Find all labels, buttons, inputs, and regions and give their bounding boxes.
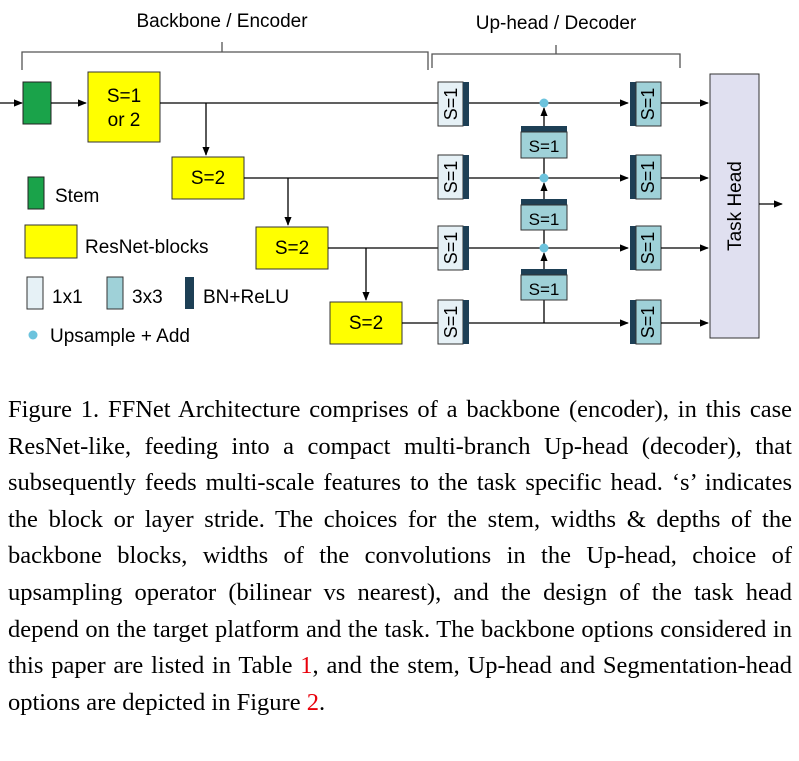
figure-reference-link[interactable]: 2 — [306, 688, 319, 716]
resnet-block-1-label-line: S=1 — [107, 86, 141, 107]
resnet-block-1-label-line: or 2 — [108, 110, 141, 131]
task-head: Task Head — [709, 73, 760, 339]
conv3x3-branch-3: S=1 — [630, 225, 662, 271]
upsample-add-dot-3 — [539, 243, 549, 253]
legend-resnet-swatch — [24, 224, 78, 259]
svg-text:S=1: S=1 — [638, 88, 658, 121]
conv1x1-branch-2: S=1 — [437, 154, 469, 200]
conv3x3-branch-4: S=1 — [630, 299, 662, 345]
conv1x1-branch-3: S=1 — [437, 225, 469, 271]
conv3x3-up-3: S=1 — [520, 269, 568, 301]
caption-text-end: . — [318, 688, 326, 716]
conv1x1-branch-1: S=1 — [437, 81, 469, 127]
uphead-section-label: Up-head / Decoder — [476, 13, 637, 34]
legend-1x1-swatch — [26, 276, 44, 310]
svg-text:S=1: S=1 — [441, 161, 461, 194]
svg-text:S=1: S=1 — [638, 306, 658, 339]
svg-text:S=1: S=1 — [441, 232, 461, 265]
legend-3x3-swatch — [106, 276, 124, 310]
backbone-brace — [21, 42, 429, 70]
svg-text:S=1: S=1 — [529, 137, 560, 156]
svg-text:S=2: S=2 — [275, 238, 309, 259]
caption-text: Figure 1. FFNet Architecture comprises o… — [8, 396, 792, 680]
conv3x3-up-2: S=1 — [520, 199, 568, 231]
conv3x3-up-1: S=1 — [520, 126, 568, 159]
resnet-block-3: S=2 — [255, 226, 329, 270]
svg-text:Task Head: Task Head — [725, 161, 746, 251]
svg-text:S=1: S=1 — [529, 210, 560, 229]
legend-1x1-label: 1x1 — [52, 287, 83, 308]
legend-resnet-label: ResNet-blocks — [85, 237, 209, 258]
stem-block — [22, 81, 52, 125]
svg-text:S=1: S=1 — [638, 232, 658, 265]
uphead-brace — [431, 45, 681, 68]
legend-bnrelu-swatch — [185, 277, 194, 309]
legend-3x3-label: 3x3 — [132, 287, 163, 308]
architecture-diagram: Backbone / Encoder Up-head / Decoder S=1… — [0, 11, 783, 347]
legend-upsample-label: Upsample + Add — [50, 326, 190, 347]
upsample-add-dot-2 — [539, 173, 549, 183]
svg-text:S=1: S=1 — [638, 161, 658, 194]
resnet-block-1: S=1 or 2 — [87, 71, 161, 143]
resnet-block-2: S=2 — [171, 156, 245, 200]
figure-caption: Figure 1. FFNet Architecture comprises o… — [8, 392, 792, 721]
resnet-block-4: S=2 — [329, 301, 403, 345]
svg-text:S=2: S=2 — [191, 168, 225, 189]
conv3x3-branch-1: S=1 — [630, 81, 662, 127]
caption-text-middle: , and the stem, Up-head and Segmentation… — [8, 652, 792, 716]
legend-bnrelu-label: BN+ReLU — [203, 287, 289, 308]
svg-text:S=1: S=1 — [529, 280, 560, 299]
svg-text:S=1or 2: S=1 or 2 — [107, 86, 141, 131]
conv1x1-branch-4: S=1 — [437, 299, 469, 345]
upsample-add-dot-1 — [539, 98, 549, 108]
legend-stem-label: Stem — [55, 186, 99, 207]
svg-text:S=1: S=1 — [441, 306, 461, 339]
table-reference-link[interactable]: 1 — [300, 652, 313, 680]
legend: Stem ResNet-blocks 1x1 3x3 BN+ReLU Upsam… — [24, 176, 289, 347]
conv3x3-branch-2: S=1 — [630, 154, 662, 200]
legend-stem-swatch — [27, 176, 45, 210]
backbone-section-label: Backbone / Encoder — [136, 11, 308, 32]
legend-upsample-dot — [28, 330, 38, 340]
svg-text:S=1: S=1 — [441, 88, 461, 121]
svg-text:S=2: S=2 — [349, 313, 383, 334]
